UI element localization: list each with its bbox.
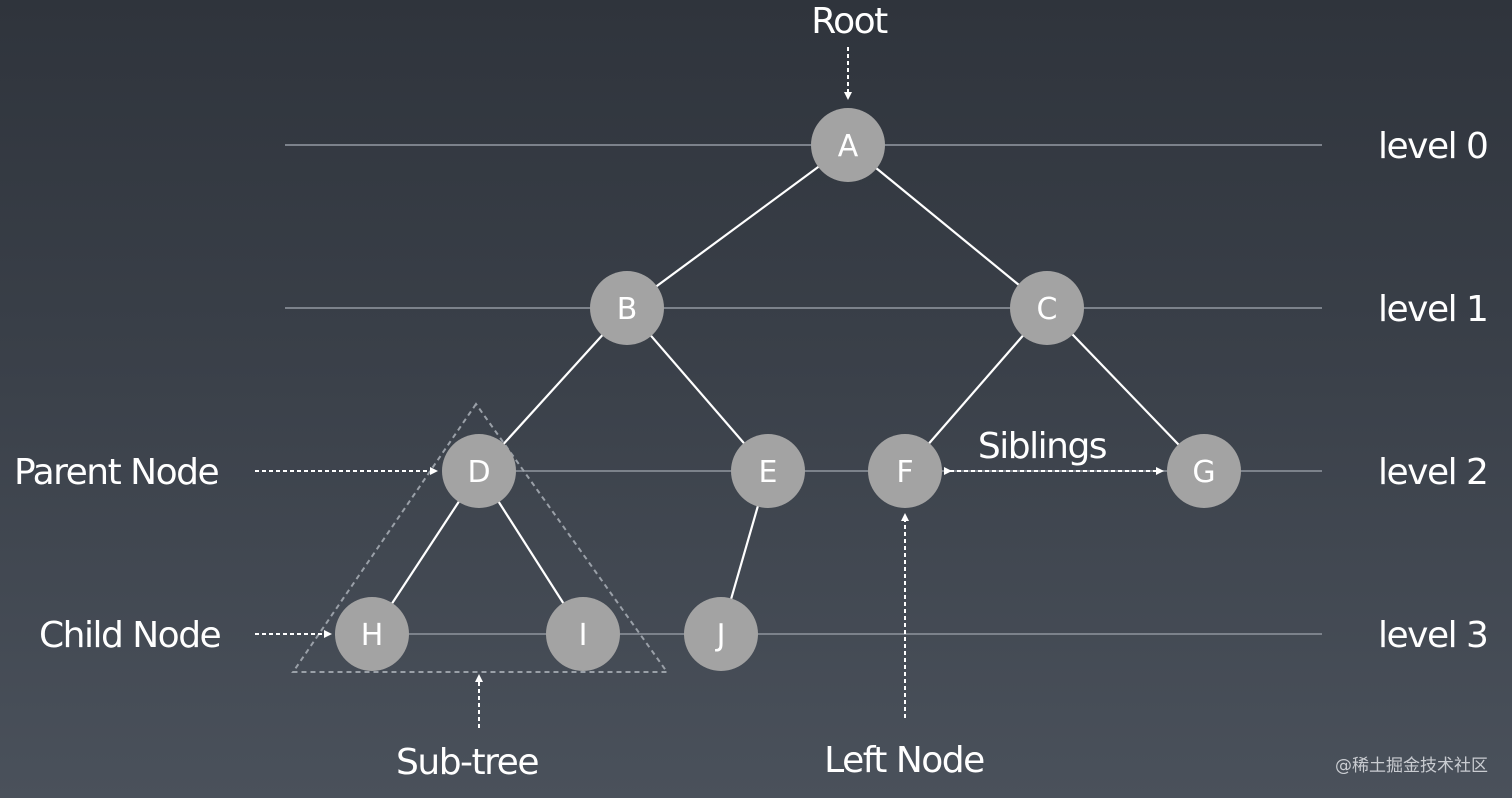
node-letter: I [579, 618, 588, 653]
left-node-label: Left Node [824, 740, 984, 781]
node-circle [442, 434, 516, 508]
tree-edges [371, 144, 1205, 635]
tree-node-b: B [590, 271, 664, 345]
node-circle [546, 597, 620, 671]
tree-node-j: J [684, 597, 758, 671]
tree-node-g: G [1167, 434, 1241, 508]
node-letter: G [1192, 455, 1215, 490]
node-letter: E [759, 455, 778, 490]
node-letter: A [838, 129, 859, 164]
root-label: Root [811, 1, 888, 42]
level-label-3: level 3 [1378, 615, 1487, 656]
annotation-arrows [255, 47, 1164, 728]
sub-tree-label: Sub-tree [396, 742, 538, 783]
node-circle [868, 434, 942, 508]
node-letter: H [361, 618, 384, 653]
edge-c-g [1046, 307, 1205, 472]
tree-node-e: E [731, 434, 805, 508]
child-node-label: Child Node [39, 615, 221, 656]
node-letter: B [617, 292, 638, 327]
edge-a-b [626, 144, 849, 309]
node-circle [684, 597, 758, 671]
tree-node-i: I [546, 597, 620, 671]
level-label-2: level 2 [1378, 452, 1487, 493]
level-label-0: level 0 [1378, 126, 1487, 167]
siblings-label: Siblings [978, 426, 1106, 467]
tree-node-a: A [811, 108, 885, 182]
node-circle [590, 271, 664, 345]
tree-node-f: F [868, 434, 942, 508]
tree-nodes: A B C D E F G H I J [335, 108, 1241, 671]
level-lines [285, 144, 1322, 635]
level-label-1: level 1 [1378, 289, 1487, 330]
watermark: @稀土掘金技术社区 [1335, 756, 1488, 776]
parent-node-label: Parent Node [14, 452, 218, 493]
node-letter: C [1037, 292, 1058, 327]
edge-a-c [847, 144, 1048, 309]
tree-node-h: H [335, 597, 409, 671]
node-letter: J [715, 618, 726, 653]
tree-node-c: C [1010, 271, 1084, 345]
node-circle [335, 597, 409, 671]
node-circle [731, 434, 805, 508]
node-circle [1010, 271, 1084, 345]
node-circle [811, 108, 885, 182]
node-circle [1167, 434, 1241, 508]
node-letter: F [896, 455, 913, 490]
node-letter: D [467, 455, 490, 490]
tree-node-d: D [442, 434, 516, 508]
subtree-triangle [291, 402, 669, 673]
